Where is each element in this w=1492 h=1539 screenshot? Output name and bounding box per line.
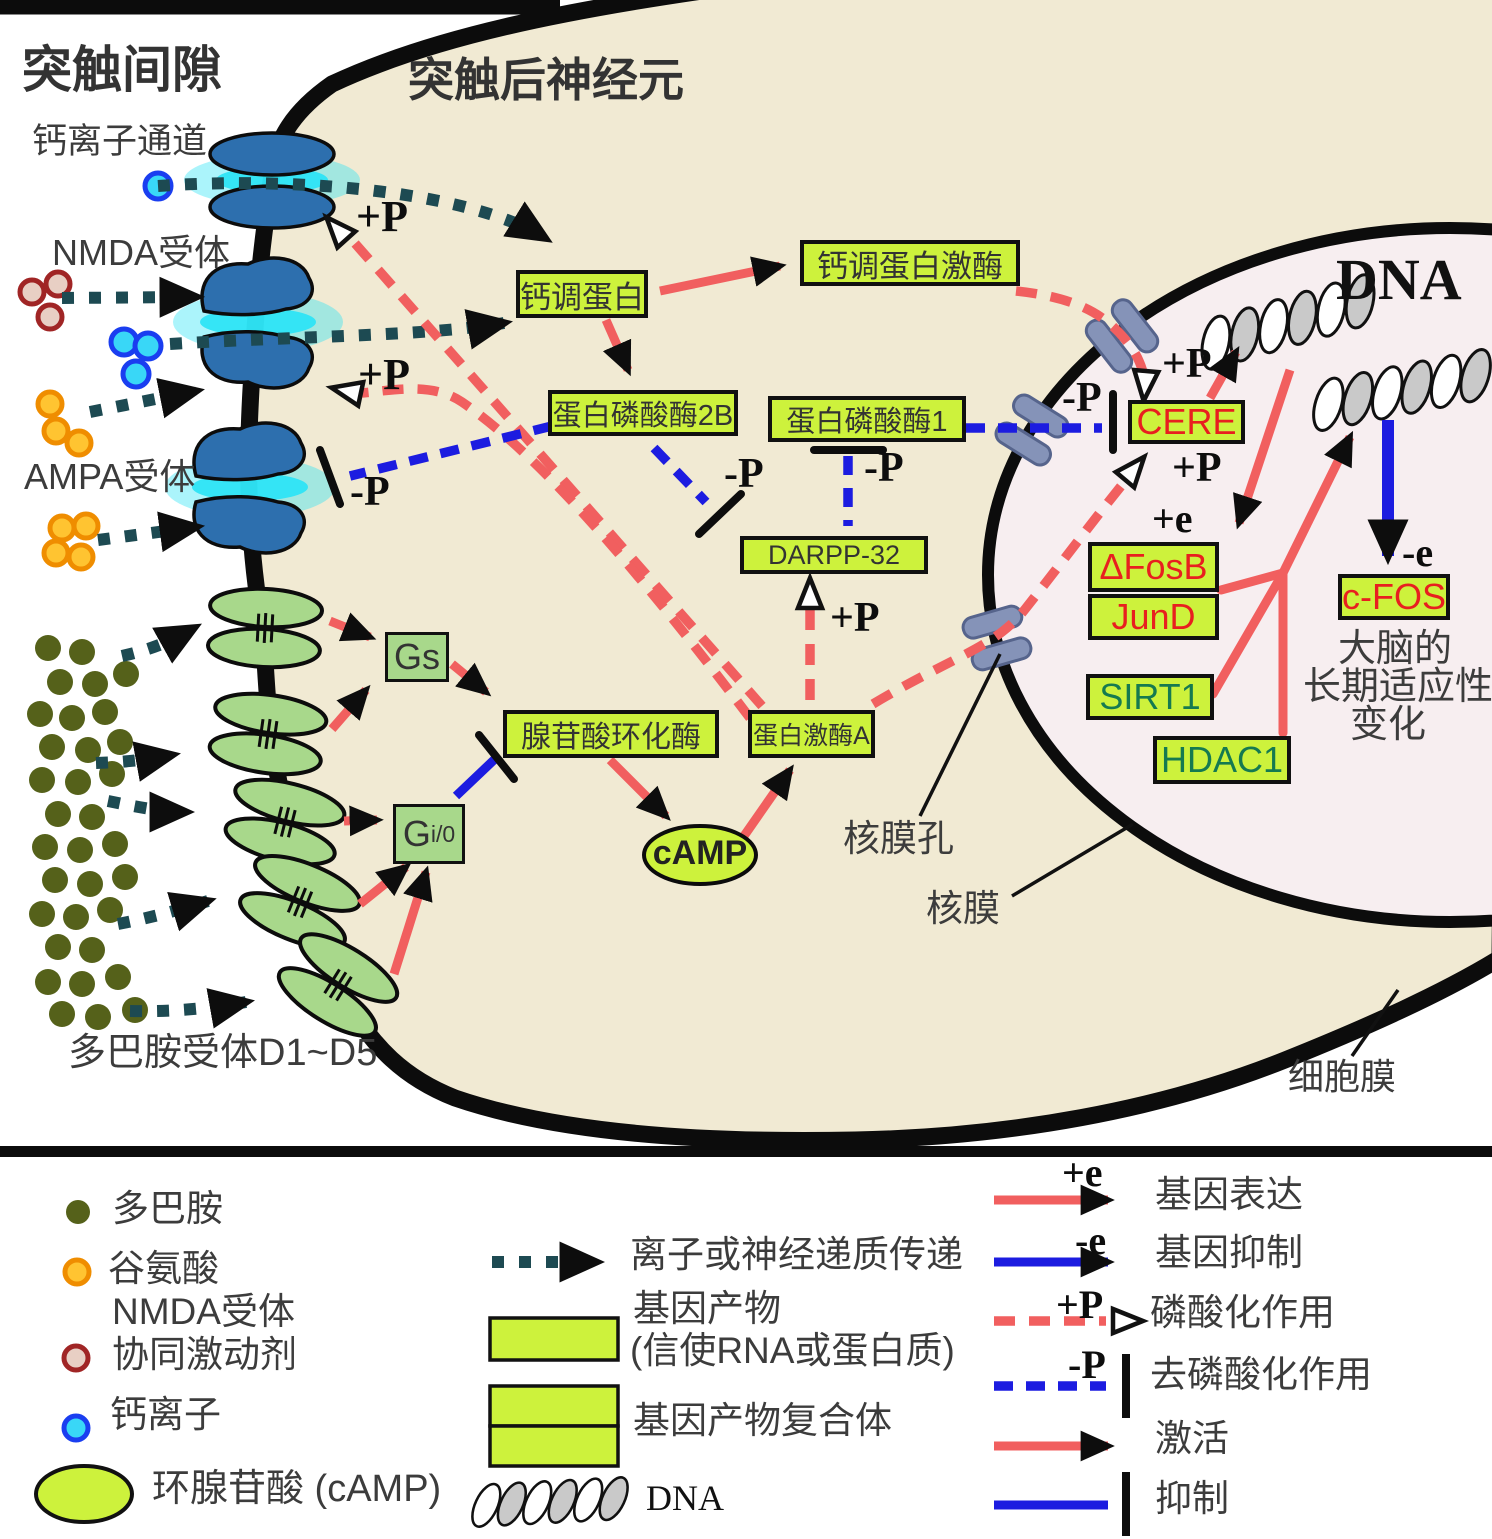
legend-camp-ellipse bbox=[34, 1464, 134, 1524]
legend-plus-e: +e bbox=[1062, 1150, 1103, 1195]
hdac1-node: HDAC1 bbox=[1153, 736, 1291, 784]
dfosb-node: ΔFosB bbox=[1088, 542, 1219, 592]
camk-node: 钙调蛋白激酶 bbox=[800, 240, 1020, 286]
legend-camp-label: 环腺苷酸 (cAMP) bbox=[152, 1468, 442, 1510]
legend-gene-product-label-line1: 基因产物 bbox=[633, 1288, 781, 1329]
gi0-base: G bbox=[402, 813, 431, 854]
camp-shape bbox=[642, 824, 758, 886]
legend-dephosphorylation-label: 去磷酸化作用 bbox=[1150, 1354, 1372, 1395]
plus-p-annotation: +P bbox=[356, 192, 408, 241]
legend-dopamine-label: 多巴胺 bbox=[112, 1188, 223, 1229]
sirt1-node: SIRT1 bbox=[1086, 674, 1214, 720]
legend-gene-product-label-line2: (信使RNA或蛋白质) bbox=[630, 1330, 955, 1371]
legend-gene-complex-box bbox=[488, 1384, 620, 1468]
darpp32-node: DARPP-32 bbox=[740, 536, 928, 574]
nuclear-pore-label: 核膜孔 bbox=[843, 818, 954, 859]
cere-node: CERE bbox=[1128, 400, 1245, 444]
dopamine-receptors-label: 多巴胺受体D1~D5 bbox=[68, 1032, 378, 1074]
pp2b-node: 蛋白磷酸酶2B bbox=[548, 390, 738, 436]
legend-glutamate-label: 谷氨酸 bbox=[108, 1248, 219, 1289]
brain-adaptation-line1: 大脑的 bbox=[1338, 628, 1453, 670]
nmda-coagonist-dots bbox=[17, 269, 73, 332]
legend-minus-p: -P bbox=[1068, 1342, 1106, 1387]
legend-gene-complex-label: 基因产物复合体 bbox=[633, 1400, 892, 1441]
camp-label: cAMP bbox=[652, 834, 748, 872]
gs-node: Gs bbox=[385, 632, 449, 682]
jund-node: JunD bbox=[1088, 594, 1219, 640]
repression-lines bbox=[452, 420, 1409, 800]
transmission-arrows bbox=[61, 177, 553, 1029]
plus-p-annotation: +P bbox=[358, 350, 410, 399]
legend-hollow-arrowhead-icon bbox=[1113, 1309, 1143, 1333]
legend-plus-p: +P bbox=[1056, 1282, 1104, 1327]
dna-title: DNA bbox=[1336, 247, 1462, 312]
legend-inhibition-label: 抑制 bbox=[1155, 1478, 1229, 1519]
legend-phosphorylation-label: 磷酸化作用 bbox=[1150, 1292, 1335, 1333]
calcium-channel-label: 钙离子通道 bbox=[32, 122, 208, 161]
calcium-ion-dots bbox=[108, 170, 174, 390]
nuclear-membrane-label: 核膜 bbox=[926, 888, 1000, 929]
brain-adaptation-line2: 长期适应性 bbox=[1303, 666, 1492, 708]
minus-p-annotation: -P bbox=[1062, 375, 1102, 421]
dephosphorylation-arrows bbox=[348, 421, 1102, 526]
synaptic-cleft-title: 突触间隙 bbox=[22, 42, 222, 98]
legend-separator bbox=[0, 1146, 1492, 1157]
gi0-sub: i/0 bbox=[430, 820, 456, 847]
calmodulin-node: 钙调蛋白 bbox=[516, 270, 648, 318]
plus-p-annotation: +P bbox=[830, 595, 880, 641]
minus-p-annotation: -P bbox=[724, 451, 764, 497]
legend-dna-label: DNA bbox=[646, 1478, 724, 1518]
minus-e-annotation: -e bbox=[1402, 530, 1434, 575]
phosphorylation-arrows bbox=[348, 236, 1148, 721]
pointer-lines bbox=[918, 653, 1400, 1058]
activation-arrows bbox=[328, 256, 1355, 976]
dopamine-dots bbox=[27, 635, 148, 1030]
legend-glutamate-dot bbox=[62, 1257, 92, 1287]
ampa-receptor-label: AMPA受体 bbox=[24, 456, 196, 497]
brain-adaptation-line3: 变化 bbox=[1350, 704, 1427, 746]
cell-membrane-label: 细胞膜 bbox=[1288, 1056, 1397, 1097]
glutamate-dots bbox=[35, 389, 101, 572]
cfos-node: c-FOS bbox=[1338, 574, 1450, 620]
inhibition-bars bbox=[316, 390, 1117, 783]
plus-p-annotation: +P bbox=[1172, 445, 1222, 491]
pka-node: 蛋白激酶A bbox=[748, 710, 875, 758]
legend-dopamine-dot bbox=[66, 1200, 90, 1224]
legend-activation-label: 激活 bbox=[1155, 1418, 1229, 1459]
legend-calcium-label: 钙离子 bbox=[110, 1394, 221, 1435]
legend-calcium-dot bbox=[61, 1413, 91, 1443]
plus-p-annotation: +P bbox=[1162, 341, 1212, 387]
legend-minus-e: -e bbox=[1075, 1218, 1107, 1263]
legend-transmission-label: 离子或神经递质传递 bbox=[630, 1234, 963, 1275]
legend-expression-label: 基因表达 bbox=[1155, 1174, 1303, 1215]
postsynaptic-neuron-title: 突触后神经元 bbox=[408, 54, 684, 106]
nmda-receptor-label: NMDA受体 bbox=[52, 232, 230, 273]
pp1-node: 蛋白磷酸酶1 bbox=[768, 396, 966, 442]
legend-gene-product-box bbox=[488, 1316, 620, 1362]
legend-coagonist-dot bbox=[61, 1343, 91, 1373]
legend-dna-helix-icon bbox=[463, 1470, 637, 1534]
minus-p-annotation: -P bbox=[864, 445, 904, 491]
legend-coagonist-label-line1: NMDA受体 bbox=[112, 1291, 295, 1332]
plus-e-annotation: +e bbox=[1152, 496, 1193, 541]
adenylyl-cyclase-node: 腺苷酸环化酶 bbox=[503, 710, 719, 758]
legend-coagonist-label-line2: 协同激动剂 bbox=[112, 1334, 297, 1375]
legend-repression-label: 基因抑制 bbox=[1155, 1232, 1303, 1273]
minus-p-annotation: -P bbox=[350, 469, 390, 515]
